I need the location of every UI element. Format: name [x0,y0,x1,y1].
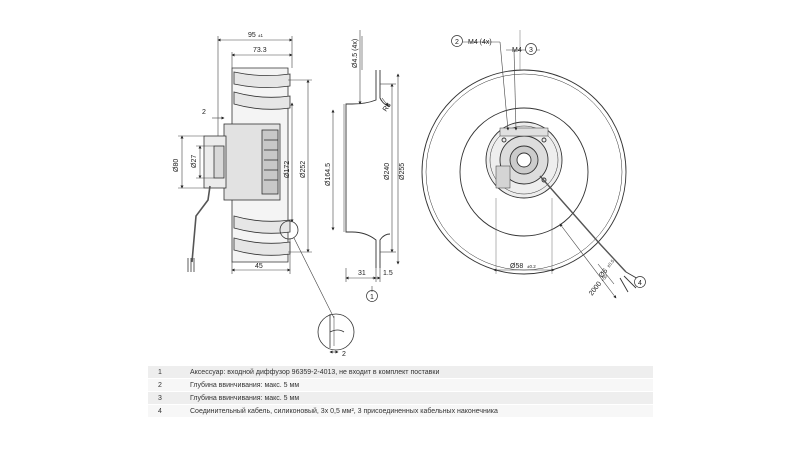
dim-255: Ø255 [399,163,406,180]
dim-95-tol: ±1 [258,33,263,38]
dim-2000-tol: +50 [600,273,609,282]
note-number: 3 [148,391,186,405]
cable [191,185,211,263]
dim-m4x4: M4 (4x) [468,39,492,46]
callout-3: 3 [529,47,533,54]
dim-58-tol: ±0.2 [527,264,536,269]
dim-45x4: Ø4.5 (4x) [352,39,359,68]
callout-2: 2 [455,39,459,46]
note-text: Соединительный кабель, силиконовый, 3x 0… [186,404,653,418]
side-view [178,36,335,319]
dim-r8: R8 [382,102,393,113]
dimension-labels: 95 ±1 73.3 2 Ø80 Ø27 Ø172 Ø252 45 Ø164.5… [173,32,615,358]
dim-15: 1.5 [383,270,393,277]
dim-240: Ø240 [384,163,391,180]
note-text: Глубина ввинчивания: макс. 5 мм [186,378,653,392]
dim-6: Ø6 [598,267,609,279]
inlet-ring-section [331,30,400,302]
dim-172: Ø172 [284,161,291,178]
dim-2-top: 2 [202,109,206,116]
dim-73: 73.3 [253,47,267,54]
note-number: 1 [148,366,186,379]
dim-58: Ø58 [510,263,523,270]
note-number: 4 [148,404,186,418]
dim-6-tol: ±0.5 [606,258,616,268]
callout-labels: 1 2 3 4 [370,39,642,301]
callout-1: 1 [370,294,374,301]
dim-m4: M4 [512,47,522,54]
dim-80: Ø80 [173,159,180,172]
dim-31: 31 [358,270,366,277]
note-row: 3 Глубина ввинчивания: макс. 5 мм [148,391,653,405]
dim-95: 95 [248,32,256,39]
dim-1645: Ø164.5 [325,163,332,186]
dim-252: Ø252 [300,161,307,178]
detail-view [317,313,355,354]
technical-drawing: 95 ±1 73.3 2 Ø80 Ø27 Ø172 Ø252 45 Ø164.5… [173,30,646,358]
dim-27: Ø27 [191,155,198,168]
note-text: Глубина ввинчивания: макс. 5 мм [186,391,653,405]
callout-markers [451,35,646,288]
front-view [421,30,641,299]
note-text: Аксессуар: входной диффузор 96359-2-4013… [186,366,653,379]
dim-2000: 2000 [588,281,603,298]
note-row: 2 Глубина ввинчивания: макс. 5 мм [148,378,653,392]
callout-4: 4 [638,280,642,287]
notes-table: 1 Аксессуар: входной диффузор 96359-2-40… [148,366,653,418]
dim-detail-2: 2 [342,351,346,358]
note-number: 2 [148,378,186,392]
note-row: 1 Аксессуар: входной диффузор 96359-2-40… [148,366,653,379]
note-row: 4 Соединительный кабель, силиконовый, 3x… [148,404,653,418]
dim-45: 45 [255,263,263,270]
detail-circle [279,220,299,240]
